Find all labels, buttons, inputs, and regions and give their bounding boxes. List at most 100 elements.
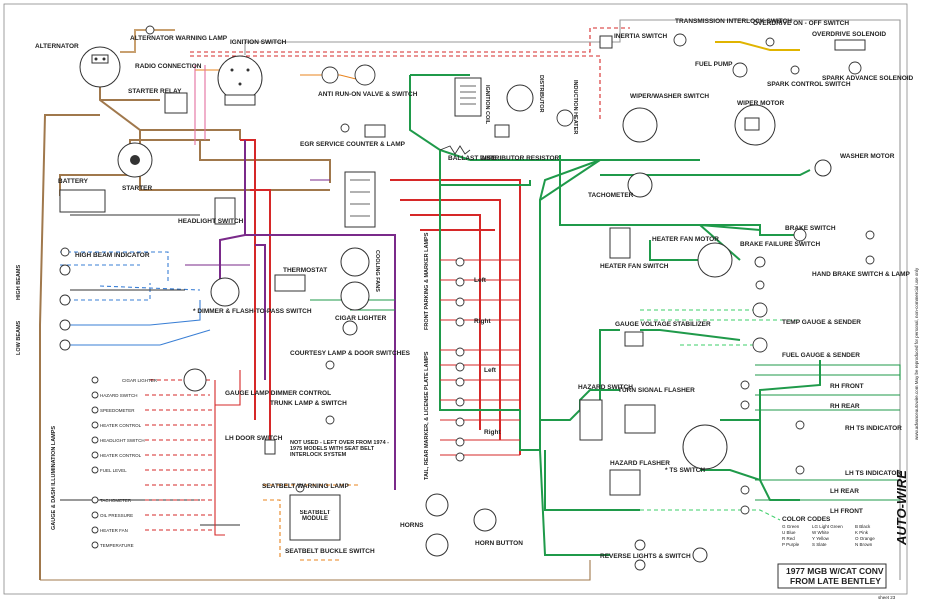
- gauge-stabilizer-label: GAUGE VOLTAGE STABILIZER: [615, 321, 711, 328]
- ballast-wire: BALLAST WIRE: [439, 145, 498, 162]
- anti-run-on-valve: ANTI RUN-ON VALVE & SWITCH: [318, 64, 418, 98]
- trunk-lamp-label: TRUNK LAMP & SWITCH: [270, 400, 347, 407]
- egr-label: EGR SERVICE COUNTER & LAMP: [300, 141, 406, 148]
- hand-brake-label: HAND BRAKE SWITCH & LAMP: [812, 271, 911, 278]
- distributor-label: DISTRIBUTOR: [538, 75, 544, 113]
- turn-indicator-lamps: RH FRONT RH REAR RH TS INDICATOR LH TS I…: [740, 380, 902, 515]
- high-beam-indicator-label: HIGH BEAM INDICATOR: [75, 252, 150, 259]
- rh-front-label: RH FRONT: [830, 383, 864, 390]
- thermostat-label: THERMOSTAT: [283, 267, 327, 274]
- dash-lamp-row: HEATER FAN: [91, 526, 128, 534]
- seatbelt-buckle-label: SEATBELT BUCKLE SWITCH: [285, 548, 375, 555]
- lh-door-switch-label: LH DOOR SWITCH: [225, 435, 283, 442]
- horns-label: HORNS: [400, 522, 424, 529]
- auto-wire-logo: AUTO-WIRE: [894, 470, 909, 546]
- washer-motor: WASHER MOTOR: [814, 153, 895, 177]
- ts-switch: * TS SWITCH: [665, 424, 728, 474]
- dash-lamp-row: HEATER CONTROL: [91, 451, 142, 459]
- alternator-label: ALTERNATOR: [35, 43, 79, 50]
- svg-text:R Red: R Red: [782, 536, 795, 541]
- svg-text:SPEEDOMETER: SPEEDOMETER: [100, 408, 135, 413]
- seatbelt-warning-lamp: SEATBELT WARNING LAMP: [262, 483, 349, 493]
- courtesy-lamp: COURTESY LAMP & DOOR SWITCHES: [290, 350, 411, 370]
- transmission-interlock-label: TRANSMISSION INTERLOCK SWITCH: [675, 18, 792, 25]
- distributor: DISTRIBUTOR: [506, 75, 544, 113]
- dimmer-switch-label: * DIMMER & FLASH-TO-PASS SWITCH: [193, 308, 312, 315]
- sheet-number: sheet 23: [878, 595, 896, 600]
- dash-lamp-row: TACHOMETER: [91, 496, 132, 504]
- spark-control-label: SPARK CONTROL SWITCH: [767, 81, 851, 88]
- induction-heater-label: INDUCTION HEATER: [572, 80, 578, 134]
- svg-text:U Blue: U Blue: [782, 530, 796, 535]
- thermostat: THERMOSTAT: [274, 267, 327, 292]
- gauge-lamp-dimmer-label: GAUGE LAMP DIMMER CONTROL: [225, 390, 331, 397]
- not-used-note: NOT USED - LEFT OVER FROM 1974 - 1975 MO…: [290, 440, 389, 458]
- overdrive-solenoid: OVERDRIVE SOLENOID: [812, 31, 886, 51]
- distributor-resistor-label: DISTRIBUTOR RESISTOR: [480, 155, 560, 162]
- dash-lamp-row: FUEL LEVEL: [91, 466, 127, 474]
- svg-text:K Pink: K Pink: [855, 530, 869, 535]
- reverse-lights: REVERSE LIGHTS & SWITCH: [600, 539, 708, 571]
- dash-lamp-row: HEATER CONTROL: [91, 421, 142, 429]
- fuel-gauge: FUEL GAUGE & SENDER: [752, 337, 860, 359]
- svg-text:HEATER FAN: HEATER FAN: [100, 528, 128, 533]
- heater-fan-switch-label: HEATER FAN SWITCH: [600, 263, 669, 270]
- courtesy-lamp-label: COURTESY LAMP & DOOR SWITCHES: [290, 350, 411, 357]
- svg-text:N Brown: N Brown: [855, 542, 873, 547]
- ignition-coil-label: IGNITION COIL: [484, 85, 490, 125]
- brake-lamps: [865, 230, 875, 265]
- right-label: Right: [474, 318, 491, 325]
- dash-lamp-row: OIL PRESSURE: [91, 511, 133, 519]
- wiper-motor: WIPER MOTOR: [734, 100, 784, 146]
- spark-control-switch: SPARK CONTROL SWITCH: [767, 65, 851, 88]
- svg-text:CIGAR LIGHTER: CIGAR LIGHTER: [122, 378, 158, 383]
- lh-rear-label: LH REAR: [830, 488, 859, 495]
- starter-relay: STARTER RELAY: [128, 88, 188, 114]
- reverse-lights-label: REVERSE LIGHTS & SWITCH: [600, 553, 691, 560]
- left-label: Left: [474, 277, 487, 284]
- cooling-fans: COOLING FANS: [340, 247, 380, 311]
- headlight-switch-label: HEADLIGHT SWITCH: [178, 218, 244, 225]
- hazard-flasher-label: HAZARD FLASHER: [610, 460, 670, 467]
- spark-advance-label: SPARK ADVANCE SOLENOID: [822, 75, 914, 82]
- high-beams-label: HIGH BEAMS: [16, 265, 22, 300]
- dash-lamp-list: CIGAR LIGHTER HAZARD SWITCH SPEEDOMETER …: [91, 376, 158, 549]
- brake-switch: BRAKE SWITCH: [785, 225, 836, 242]
- washer-motor-label: WASHER MOTOR: [840, 153, 895, 160]
- radio-connection: RADIO CONNECTION: [135, 63, 202, 70]
- inertia-switch-label: INERTIA SWITCH: [614, 33, 668, 40]
- svg-text:B Black: B Black: [855, 524, 871, 529]
- gauge-voltage-stabilizer: GAUGE VOLTAGE STABILIZER: [615, 321, 711, 347]
- svg-text:Y Yellow: Y Yellow: [812, 536, 830, 541]
- hazard-switch: HAZARD SWITCH: [578, 384, 633, 441]
- diagram-title: 1977 MGB W/CAT CONV: [786, 566, 884, 576]
- brake-failure-label: BRAKE FAILURE SWITCH: [740, 241, 820, 248]
- wiper-washer-switch-label: WIPER/WASHER SWITCH: [630, 93, 709, 100]
- gauge-dash-lamps-label: GAUGE & DASH ILLUMINATION LAMPS: [51, 426, 57, 530]
- overdrive-switch-label: OVERDRIVE ON - OFF SWITCH: [753, 20, 849, 27]
- svg-text:LG Light Green: LG Light Green: [812, 524, 843, 529]
- dash-lamp-row: HEADLIGHT SWITCH: [91, 436, 145, 444]
- cigar-lighter: CIGAR LIGHTER: [335, 315, 387, 336]
- tachometer: TACHOMETER: [588, 172, 653, 199]
- transmission-interlock: TRANSMISSION INTERLOCK SWITCH: [673, 18, 792, 47]
- gauge-lamp-dimmer: GAUGE LAMP DIMMER CONTROL: [183, 368, 331, 397]
- ts-switch-label: * TS SWITCH: [665, 467, 705, 474]
- fuse-block: [344, 171, 376, 228]
- svg-text:HEATER CONTROL: HEATER CONTROL: [100, 453, 142, 458]
- brake-failure-switch: BRAKE FAILURE SWITCH: [740, 241, 820, 268]
- temp-gauge-label: TEMP GAUGE & SENDER: [782, 319, 861, 326]
- rh-rear-label: RH REAR: [830, 403, 860, 410]
- ignition-switch: IGNITION SWITCH: [217, 39, 287, 106]
- horn-button: HORN BUTTON: [473, 508, 523, 547]
- battery-label: BATTERY: [58, 178, 89, 185]
- starter: STARTER: [117, 142, 153, 192]
- lh-front-label: LH FRONT: [830, 508, 863, 515]
- front-parking-lamps: FRONT PARKING & MARKER LAMPS Left Right: [424, 232, 491, 330]
- cigar-lighter-label: CIGAR LIGHTER: [335, 315, 387, 322]
- inertia-switch: INERTIA SWITCH: [599, 33, 668, 49]
- heater-fan-motor: HEATER FAN MOTOR: [652, 236, 733, 278]
- svg-text:P Purple: P Purple: [782, 542, 800, 547]
- svg-text:www.advanceautowire.com May b: www.advanceautowire.com May be reproduce…: [914, 267, 919, 440]
- ignition-coil: IGNITION COIL: [454, 77, 490, 125]
